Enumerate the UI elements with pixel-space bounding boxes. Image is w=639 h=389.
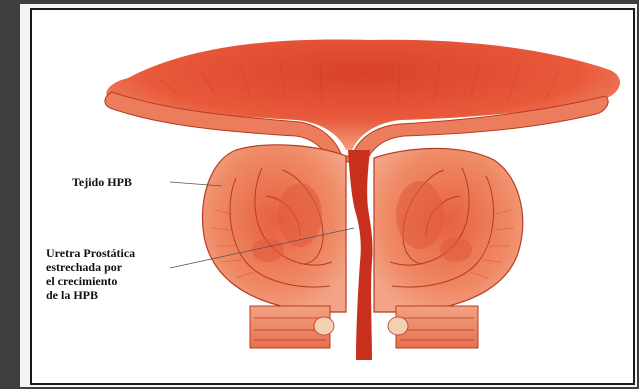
label-uretra-line: el crecimiento <box>46 274 135 288</box>
label-uretra-line: estrechada por <box>46 260 135 274</box>
prostatic-urethra <box>348 150 373 360</box>
label-uretra-prostatica: Uretra Prostática estrechada por el crec… <box>46 246 135 302</box>
label-uretra-line: Uretra Prostática <box>46 246 135 260</box>
bladder-shape <box>106 39 620 150</box>
prostate-gland-right <box>374 148 523 312</box>
label-uretra-line: de la HPB <box>46 288 135 302</box>
label-tejido-hpb: Tejido HPB <box>72 175 132 189</box>
gland-left <box>314 317 334 335</box>
gland-right <box>388 317 408 335</box>
